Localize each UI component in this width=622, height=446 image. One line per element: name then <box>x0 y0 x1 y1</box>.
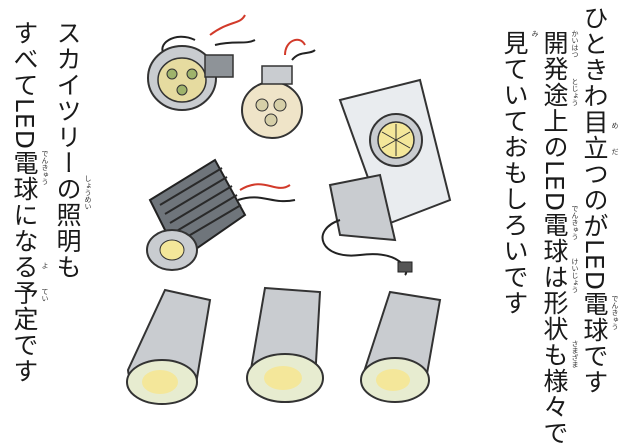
led-heatsink-module <box>146 158 296 271</box>
furigana-keijou: けいじょう <box>571 258 579 293</box>
furigana-tojou: とじょう <box>571 78 579 106</box>
furigana-me: め <box>611 122 619 129</box>
furigana-da: だ <box>611 148 619 155</box>
furigana-yo: よ <box>41 262 49 269</box>
led-spotlight-bulb-2 <box>246 286 324 403</box>
furigana-shoumei: しょうめい <box>84 175 92 210</box>
furigana-tei: てい <box>41 288 49 302</box>
furigana-mi: み <box>531 30 539 37</box>
furigana-denkyu-3: でんきゅう <box>41 150 49 185</box>
led-bulbs-illustration <box>126 14 452 405</box>
led-socket-bulb-small <box>241 38 316 139</box>
left-caption-line-1: スカイツリーの照明も <box>53 20 82 280</box>
led-spotlight-bulb-3 <box>360 290 442 403</box>
right-caption-line-3: 見ていておもしろいです <box>500 30 529 316</box>
furigana-denkyu-2: でんきゅう <box>571 205 579 240</box>
right-caption-line-2: 開発途上のLED電球は形状も様々で <box>540 30 569 446</box>
left-caption-line-2: すべてLED電球になる予定です <box>10 20 39 384</box>
furigana-denkyu-1: でんきゅう <box>611 295 619 330</box>
led-socket-bulb-large <box>147 14 256 111</box>
led-panel-lamp-with-cord <box>321 78 452 276</box>
right-caption-line-1: ひときわ目立つのがLED電球です <box>580 5 609 395</box>
led-spotlight-bulb-1 <box>126 288 212 405</box>
furigana-samazama: さまざま <box>571 340 579 368</box>
furigana-kaihatsu: かいはつ <box>571 30 579 58</box>
